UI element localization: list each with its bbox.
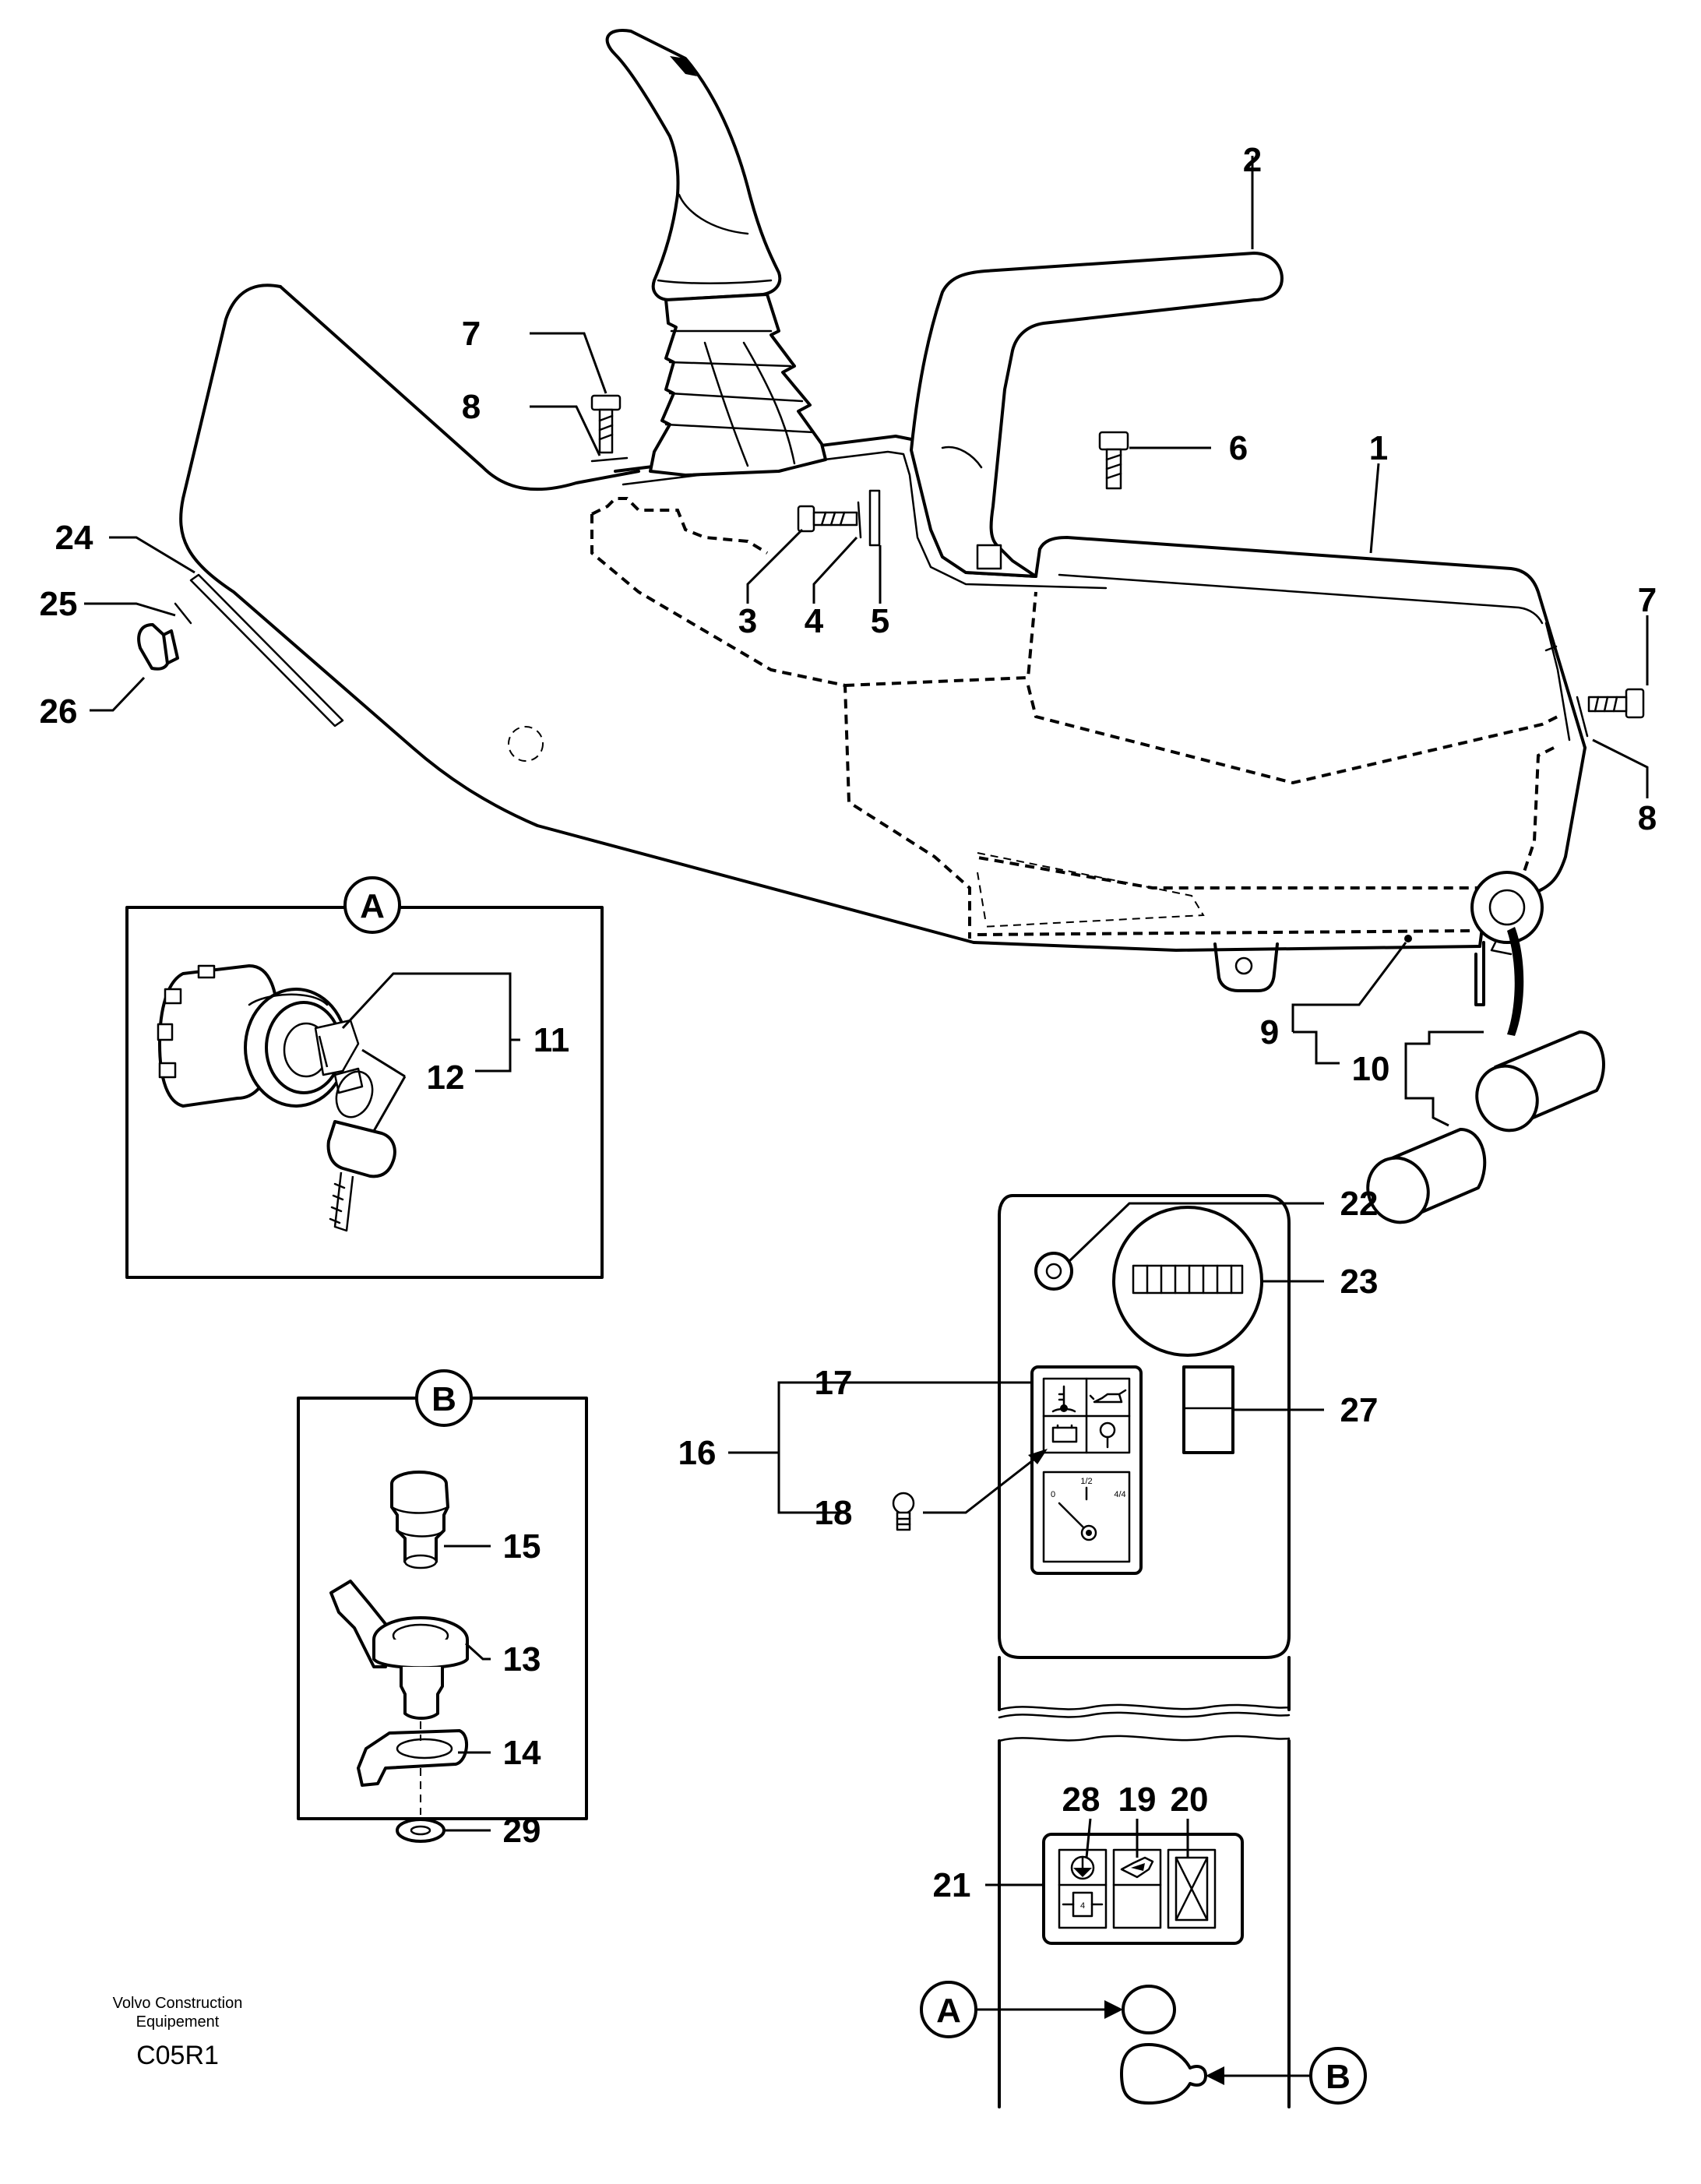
callout-27: 27	[1340, 1391, 1379, 1429]
callout-29: 29	[503, 1812, 541, 1850]
hour-meter	[1112, 1206, 1263, 1357]
fuse-icon: 4	[1062, 1891, 1104, 1918]
callout-23: 23	[1340, 1263, 1379, 1301]
callout-16: 16	[678, 1434, 717, 1472]
console-housing	[179, 284, 1587, 992]
bushing-lower	[1366, 1128, 1487, 1224]
bushing-upper	[1475, 1030, 1605, 1133]
callout-25: 25	[40, 585, 78, 623]
beacon-icon	[1070, 1855, 1095, 1880]
washer-25	[174, 602, 192, 625]
callout-labels: 1 2 3 4 5 6 7 7 8 8 9 10 11 12 13 14 15 …	[40, 141, 1657, 1904]
callout-8-left: 8	[462, 388, 481, 426]
detail-b-box-marker: B	[431, 1380, 456, 1418]
washer-4	[857, 501, 862, 539]
bolt-3	[797, 505, 858, 533]
switch-hole-a	[1122, 1985, 1176, 2034]
callout-2: 2	[1243, 141, 1262, 179]
callout-26: 26	[40, 692, 78, 731]
callout-22: 22	[1340, 1185, 1379, 1223]
callout-6: 6	[1229, 429, 1248, 467]
callout-10: 10	[1352, 1050, 1390, 1088]
oil-pressure-icon	[1089, 1389, 1127, 1404]
leaders-top	[84, 156, 1649, 1127]
callout-8-right: 8	[1638, 799, 1657, 837]
bolt-6	[1098, 431, 1129, 490]
callout-4: 4	[805, 602, 824, 640]
lock-plate	[329, 1580, 469, 1720]
callout-5: 5	[871, 602, 889, 640]
bulb	[892, 1492, 915, 1531]
detail-a-reference-marker: A	[936, 1992, 961, 2030]
detail-b-reference-marker: B	[1326, 2058, 1351, 2096]
callout-19: 19	[1118, 1781, 1157, 1819]
fuel-gauge-half-mark: 1/2	[1080, 1477, 1092, 1486]
lock-clip	[357, 1729, 469, 1787]
detail-box-a: A	[125, 876, 604, 1279]
washer-29	[396, 1818, 491, 1843]
fuel-gauge: 1/2 0 4/4	[1042, 1471, 1131, 1563]
fuse-number: 4	[1080, 1901, 1085, 1911]
joystick	[605, 29, 782, 301]
bolt-7-right	[1587, 688, 1645, 719]
battery-charge-icon	[1051, 1424, 1078, 1443]
detail-box-b: B	[297, 1369, 588, 1820]
screw-26	[137, 623, 179, 671]
coolant-temp-icon	[1051, 1385, 1076, 1413]
maker-name-line2: Equipement	[136, 2013, 220, 2031]
footer: Volvo Construction Equipement C05R1	[113, 1995, 243, 2070]
diagram-code: C05R1	[136, 2041, 219, 2070]
callout-1: 1	[1369, 429, 1388, 467]
hinge-assembly	[1470, 871, 1544, 1036]
indicator-lamp	[1034, 1252, 1073, 1291]
instrument-panel-lower: 4 A B	[920, 1656, 1367, 2108]
callout-20: 20	[1171, 1781, 1209, 1819]
warning-lamp-cluster: 1/2 0 4/4	[1030, 1365, 1143, 1575]
ignition-key	[326, 1070, 396, 1232]
callout-13: 13	[503, 1640, 541, 1679]
washer-8-left	[590, 456, 629, 463]
callout-7-right: 7	[1638, 581, 1657, 619]
switch-hole-b	[1120, 2043, 1207, 2105]
callout-11: 11	[534, 1021, 570, 1059]
fuel-gauge-full-mark: 4/4	[1114, 1490, 1125, 1499]
bolt-7-left	[590, 394, 622, 454]
ignition-switch	[157, 964, 364, 1108]
callout-15: 15	[503, 1527, 541, 1566]
fuel-gauge-zero-mark: 0	[1051, 1490, 1055, 1499]
horn-icon	[1120, 1856, 1154, 1879]
air-filter-icon	[1099, 1421, 1116, 1449]
switch-cluster: 4	[1042, 1833, 1244, 1945]
callout-12: 12	[427, 1059, 465, 1097]
callout-28: 28	[1062, 1781, 1101, 1819]
maker-name-line1: Volvo Construction	[113, 1995, 243, 2012]
instrument-panel-upper: 1/2 0 4/4	[728, 1194, 1324, 1659]
seal-strip	[189, 573, 344, 727]
callout-14: 14	[503, 1734, 541, 1772]
washer-8-right	[1576, 696, 1589, 738]
lever-handle	[910, 252, 1284, 578]
detail-a-box-marker: A	[360, 887, 385, 925]
blank-cross-icon	[1174, 1856, 1209, 1922]
lock-cylinder	[390, 1471, 449, 1569]
callout-17: 17	[815, 1364, 853, 1402]
plate-5	[868, 489, 881, 547]
callout-7-left: 7	[462, 315, 481, 353]
rocker-switch	[1182, 1365, 1234, 1454]
callout-9: 9	[1260, 1013, 1279, 1051]
callout-3: 3	[738, 602, 757, 640]
callout-21: 21	[933, 1866, 971, 1904]
callout-18: 18	[815, 1494, 853, 1532]
joystick-boot	[649, 293, 827, 477]
callout-24: 24	[55, 519, 93, 557]
